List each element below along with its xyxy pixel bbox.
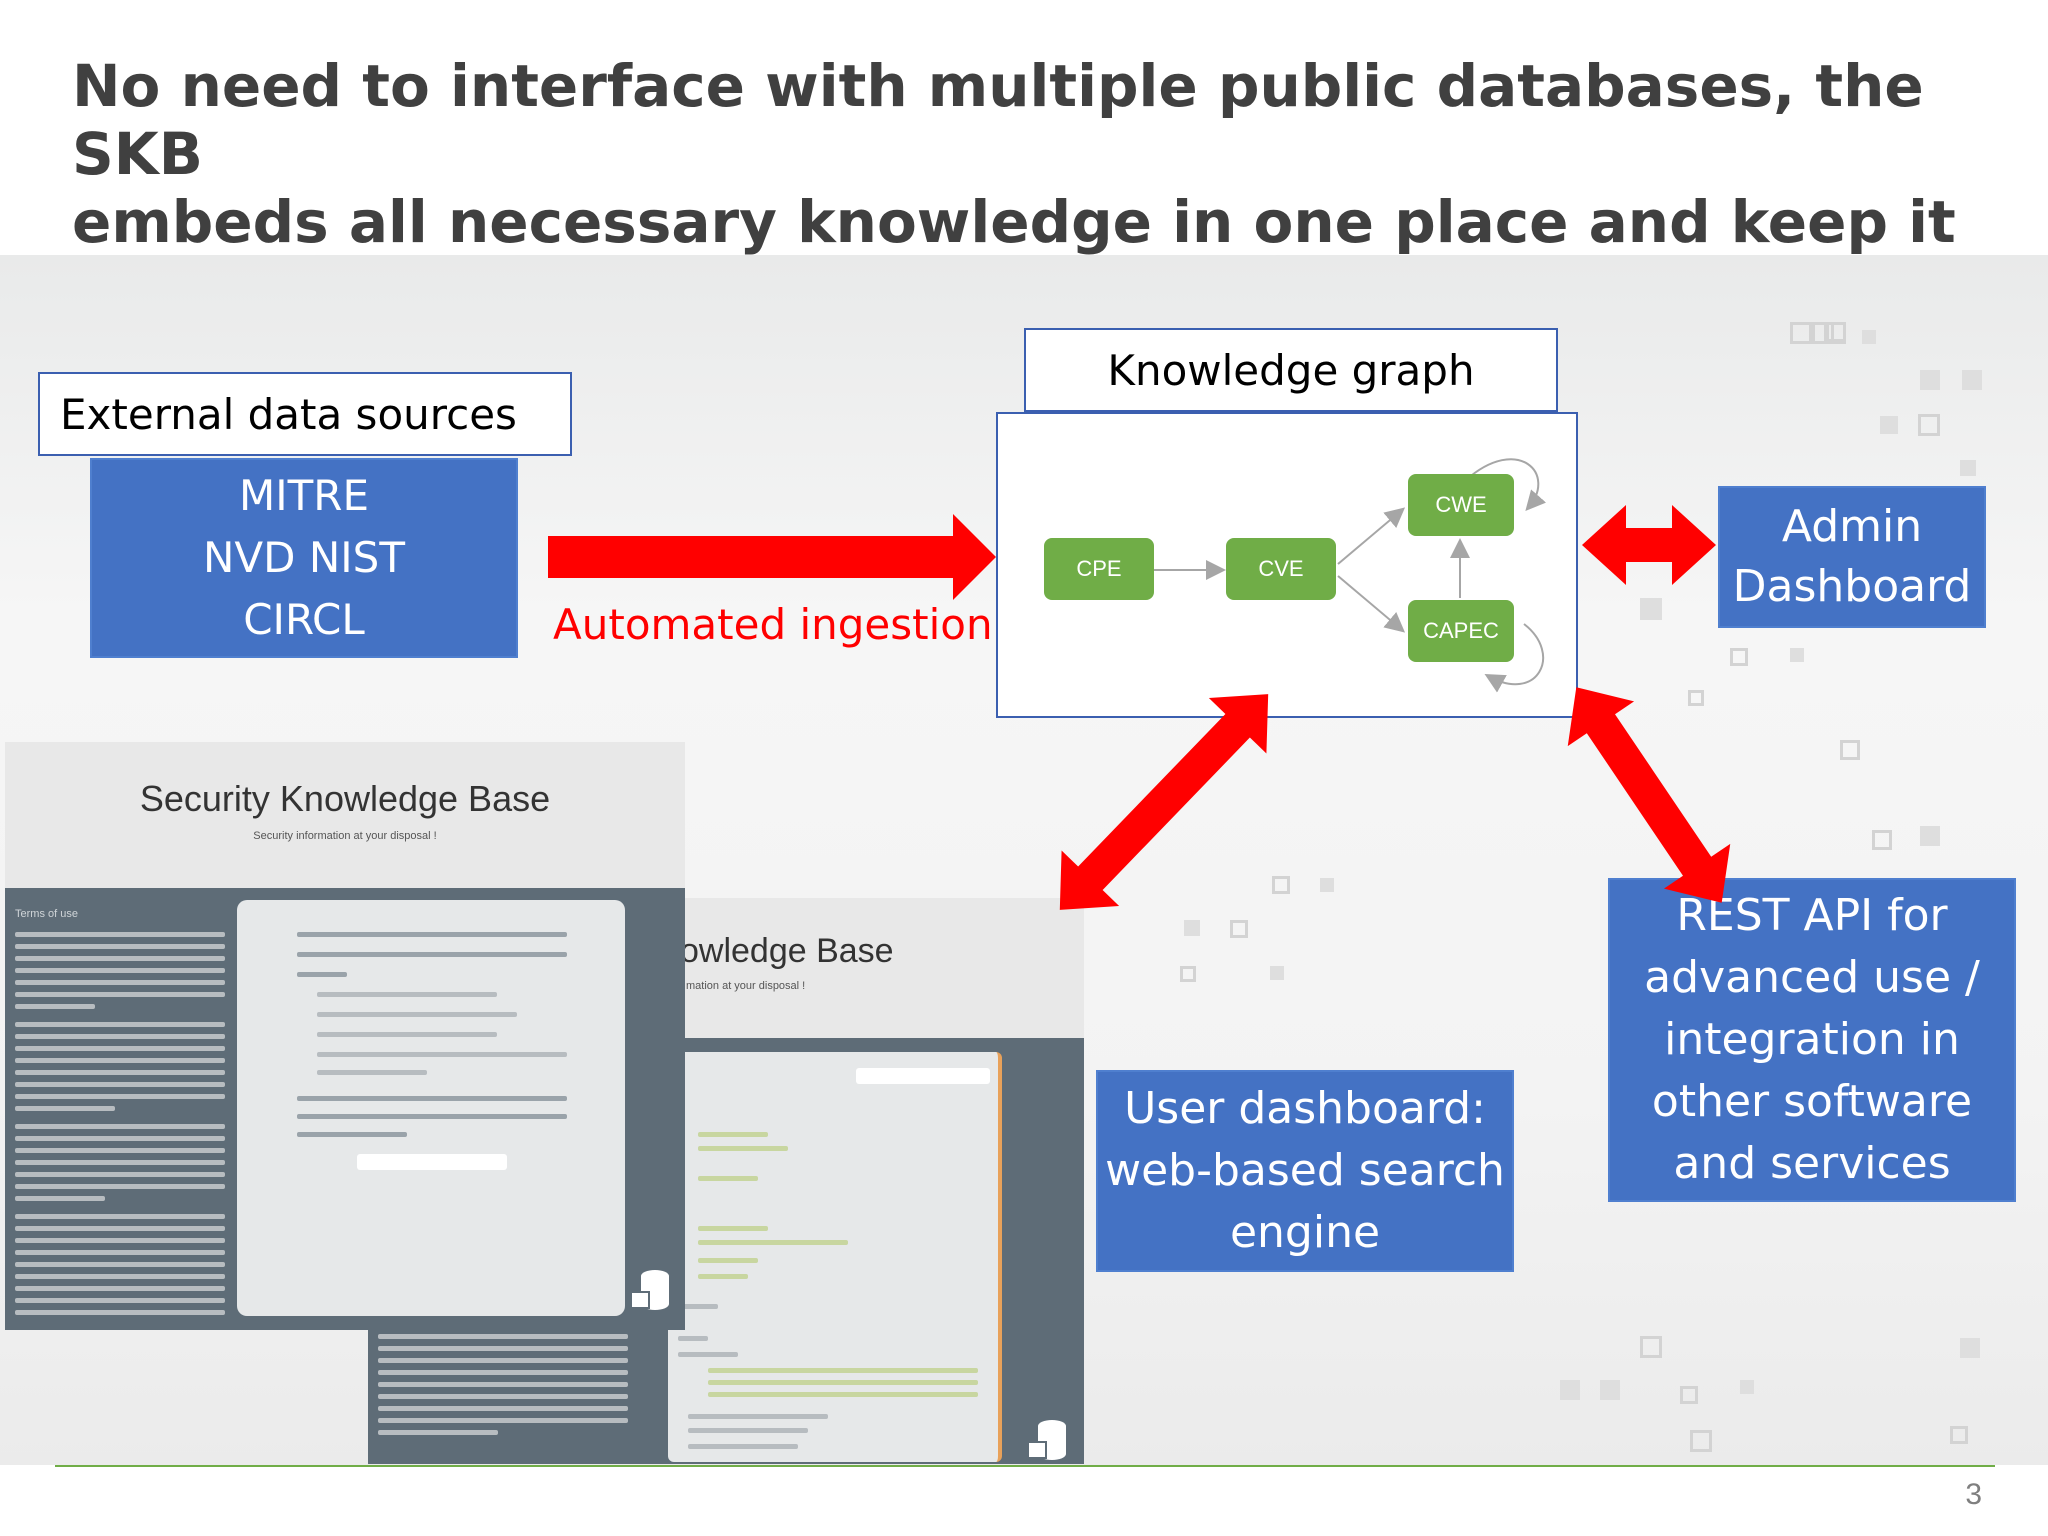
page-number: 3: [1965, 1478, 1982, 1511]
screenshot-back-subheading: mation at your disposal !: [686, 980, 806, 992]
rest-api-double-arrow: [1567, 687, 1731, 903]
source-nvd-nist: NVD NIST: [203, 533, 405, 582]
footer-divider: [55, 1465, 1995, 1467]
user-dashboard-double-arrow: [1059, 694, 1269, 910]
external-sources-label: External data sources: [60, 389, 517, 439]
node-capec: CAPEC: [1408, 600, 1514, 662]
screenshot-front: Security Knowledge Base Security informa…: [5, 742, 685, 1330]
ingestion-arrow: [548, 514, 996, 600]
graph-edges: [1154, 458, 1547, 693]
database-lock-icon: [630, 1268, 671, 1314]
edge-capec-self: [1484, 623, 1544, 693]
rest-api-line-5: and services: [1673, 1138, 1951, 1189]
admin-double-arrow: [1582, 505, 1716, 585]
rest-api-line-2: advanced use /: [1644, 952, 1980, 1003]
rest-api-line-4: other software: [1651, 1076, 1973, 1127]
node-cpe: CPE: [1044, 538, 1154, 600]
external-sources-label-box: External data sources: [38, 372, 572, 456]
knowledge-graph-label-box: Knowledge graph: [1024, 328, 1558, 412]
screenshot-front-subheading: Security information at your disposal !: [253, 830, 437, 842]
external-sources-box: MITRE NVD NIST CIRCL: [90, 458, 518, 658]
terms-of-use-heading: Terms of use: [15, 908, 78, 920]
screenshot-front-body: Terms of use: [5, 888, 685, 1330]
knowledge-graph-box: CPE CVE CWE CAPEC: [996, 412, 1578, 718]
admin-line-1: Admin: [1781, 501, 1923, 552]
database-lock-icon: [1027, 1418, 1068, 1464]
screenshot-front-card: [237, 900, 625, 1316]
knowledge-graph-label: Knowledge graph: [1107, 345, 1475, 395]
admin-dashboard-box: Admin Dashboard: [1718, 486, 1986, 628]
admin-line-2: Dashboard: [1732, 561, 1972, 612]
edge-cwe-self: [1465, 458, 1547, 512]
user-dashboard-line-3: engine: [1229, 1207, 1381, 1258]
rest-api-line-3: integration in: [1664, 1014, 1960, 1065]
screenshot-front-heading: Security Knowledge Base: [139, 778, 551, 819]
edge-cve-capec: [1337, 575, 1406, 633]
node-cve: CVE: [1226, 538, 1336, 600]
rest-api-box: REST API for advanced use / integration …: [1608, 878, 2016, 1202]
user-dashboard-line-1: User dashboard:: [1124, 1083, 1486, 1134]
screenshot-back-heading: owledge Base: [680, 932, 894, 970]
title-line-1: No need to interface with multiple publi…: [72, 52, 1924, 188]
user-dashboard-box: User dashboard: web-based search engine: [1096, 1070, 1514, 1272]
screenshot-back-search: [856, 1068, 990, 1084]
node-cwe: CWE: [1408, 474, 1514, 536]
automated-ingestion-label: Automated ingestion: [553, 600, 993, 649]
screenshot-back-card: [668, 1052, 1002, 1462]
screenshot-front-header: Security Knowledge Base Security informa…: [5, 742, 685, 888]
screenshot-front-search: [357, 1154, 507, 1170]
user-dashboard-line-2: web-based search: [1105, 1145, 1505, 1196]
edge-cve-cwe: [1337, 507, 1406, 565]
source-mitre: MITRE: [239, 471, 369, 520]
source-circl: CIRCL: [243, 595, 365, 644]
